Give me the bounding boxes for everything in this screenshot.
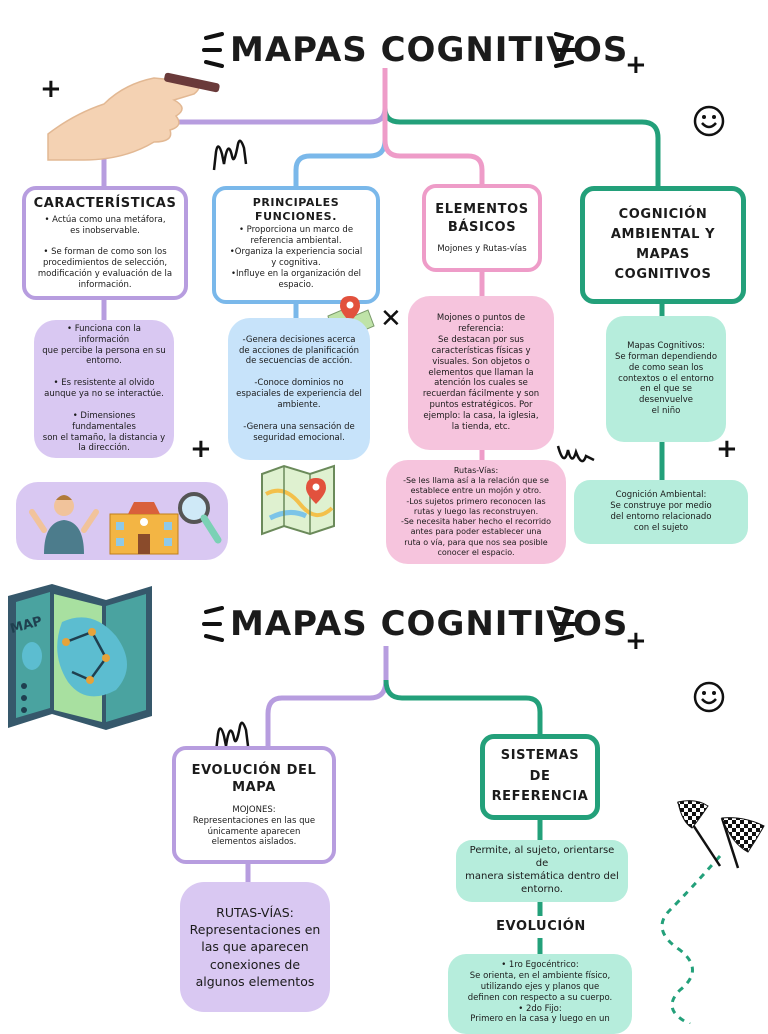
evolucion-title: EVOLUCIÓN (476, 916, 606, 938)
school-building-icon (109, 502, 179, 555)
elementos-title: ELEMENTOS BÁSICOS (435, 202, 529, 235)
elementos-text: Mojones y Rutas-vías (437, 244, 527, 255)
plus-icon: + (625, 626, 647, 656)
checkered-flags-icon (676, 800, 765, 869)
mapas-cognitivos-text: Mapas Cognitivos: Se forman dependiendo … (614, 340, 718, 417)
hand-with-pencil-icon (47, 72, 220, 161)
cognicion-card: COGNICIÓN AMBIENTAL Y MAPAS COGNITIVOS (580, 186, 746, 304)
sistemas-card: SISTEMAS DE REFERENCIA (480, 734, 600, 820)
funciones-text: • Proporciona un marco de referencia amb… (229, 225, 363, 290)
rutas-card: Rutas-Vías: -Se les llama así a la relac… (386, 460, 566, 564)
sparkle-icon (554, 32, 576, 68)
page-title-bottom: MAPAS COGNITIVOS (230, 604, 629, 644)
title-block-bottom: MAPAS COGNITIVOS (200, 604, 629, 648)
plus-icon: + (716, 434, 738, 464)
cognicion-ambiental-card: Cognición Ambiental: Se construye por me… (574, 480, 748, 544)
evolucion-text: • 1ro Egocéntrico: Se orienta, en el amb… (467, 960, 613, 1025)
funciones-detail-card: -Genera decisiones acerca de acciones de… (228, 318, 370, 460)
sistemas-title: SISTEMAS DE REFERENCIA (491, 747, 589, 805)
squiggle-icon (556, 445, 595, 463)
magnifier-icon (178, 492, 222, 544)
funciones-title: PRINCIPALES FUNCIONES. (252, 195, 340, 224)
sistemas-text-card: Permite, al sujeto, orientarse de manera… (456, 840, 628, 902)
plus-icon: ✕ (380, 304, 402, 334)
evolucion-mapa-title: EVOLUCIÓN DEL MAPA (191, 762, 317, 796)
cognicion-ambiental-text: Cognición Ambiental: Se construye por me… (610, 490, 712, 533)
funciones-detail-text: -Genera decisiones acerca de acciones de… (236, 334, 362, 443)
plus-icon: + (190, 434, 212, 464)
smiley-icon (693, 681, 725, 713)
rutas-text: Rutas-Vías: -Se les llama así a la relac… (400, 465, 552, 557)
elementos-card: ELEMENTOS BÁSICOS Mojones y Rutas-vías (422, 184, 542, 272)
smiley-icon (693, 105, 725, 137)
mapas-cognitivos-card: Mapas Cognitivos: Se forman dependiendo … (606, 316, 726, 442)
evolucion-card: • 1ro Egocéntrico: Se orienta, en el amb… (448, 954, 632, 1034)
title-block-top: MAPAS COGNITIVOS (200, 30, 629, 74)
plus-icon: + (40, 74, 62, 104)
sistemas-text: Permite, al sujeto, orientarse de manera… (465, 845, 619, 895)
evolucion-mapa-card: EVOLUCIÓN DEL MAPA MOJONES: Representaci… (172, 746, 336, 864)
sparkle-icon (554, 606, 576, 642)
person-icon (29, 495, 99, 554)
caracteristicas-detail-card: • Funciona con la información que percib… (34, 320, 174, 458)
caracteristicas-card: CARACTERÍSTICAS • Actúa como una metáfor… (22, 186, 188, 300)
caracteristicas-title: CARACTERÍSTICAS (33, 196, 177, 212)
folded-map-icon (8, 584, 152, 730)
folded-map-icon (261, 464, 335, 536)
page-title-top: MAPAS COGNITIVOS (230, 30, 629, 70)
caracteristicas-text: • Actúa como una metáfora, es inobservab… (37, 214, 173, 290)
mojones-text: Mojones o puntos de referencia: Se desta… (422, 313, 540, 432)
squiggle-icon (212, 139, 248, 171)
plus-icon: + (625, 50, 647, 80)
caracteristicas-detail-text: • Funciona con la información que percib… (42, 323, 166, 454)
rutas-vias-card: RUTAS-VÍAS: Representaciones en las que … (180, 882, 330, 1012)
cognicion-title: COGNICIÓN AMBIENTAL Y MAPAS COGNITIVOS (610, 206, 716, 283)
evolucion-mapa-text: MOJONES: Representaciones en las que úni… (192, 804, 316, 848)
sparkle-icon (202, 606, 224, 642)
funciones-card: PRINCIPALES FUNCIONES. • Proporciona un … (212, 186, 380, 304)
sparkle-icon (202, 32, 224, 68)
mojones-card: Mojones o puntos de referencia: Se desta… (408, 296, 554, 450)
rutas-vias-text: RUTAS-VÍAS: Representaciones en las que … (189, 904, 321, 989)
squiggle-icon (214, 721, 250, 753)
